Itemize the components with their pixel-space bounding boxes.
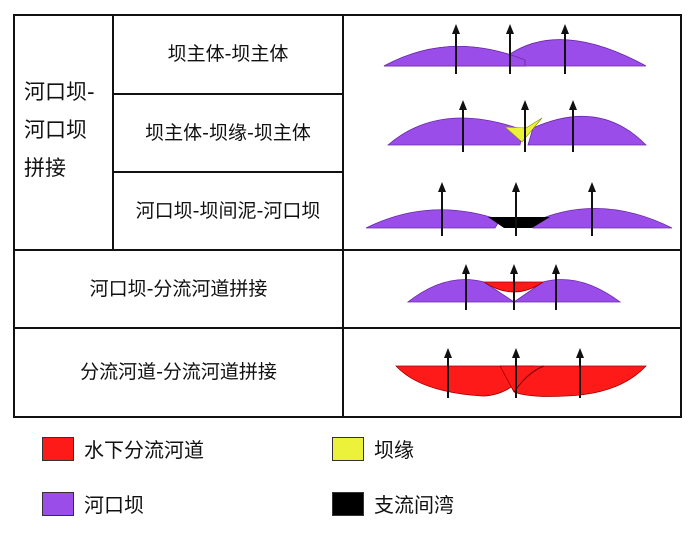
legend-swatch-interdistributary-bay	[332, 491, 364, 516]
row-label-channel-channel: 分流河道-分流河道拼接	[80, 361, 277, 383]
divider-row-4	[13, 327, 682, 329]
legend-item-mouth-bar: 河口坝	[42, 489, 144, 518]
legend-item-distributary-channel: 水下分流河道	[42, 434, 204, 463]
arrow-group	[459, 100, 577, 152]
mouth-bar-shape-right	[512, 279, 622, 303]
arrow-head-icon	[444, 348, 452, 358]
legend-label-distributary-channel: 水下分流河道	[84, 438, 204, 462]
arrow-group	[444, 348, 584, 398]
divider-row-2	[112, 171, 344, 173]
mouth-bar-overlap	[383, 45, 526, 67]
arrow-head-icon	[512, 348, 520, 358]
arrow-head-icon	[588, 182, 596, 192]
divider-row-1	[112, 93, 344, 95]
arrow-group	[452, 24, 569, 74]
mouth-bar-shape-right	[509, 39, 647, 67]
legend-item-bar-edge: 坝缘	[332, 434, 414, 463]
divider-sketch	[342, 14, 344, 418]
divider-row-3	[13, 249, 682, 251]
row-label-interbar-mud: 河口坝-坝间泥-河口坝	[135, 199, 321, 222]
arrow-head-icon	[576, 348, 584, 358]
row-label-bar-channel: 河口坝-分流河道拼接	[89, 277, 268, 300]
arrow-head-icon	[561, 24, 569, 34]
arrow-head-icon	[510, 264, 518, 274]
legend-label-interdistributary-bay: 支流间湾	[374, 493, 454, 517]
interbar-mud-shape	[488, 217, 550, 228]
row-label-bar-edge: 坝主体-坝缘-坝主体	[145, 121, 311, 144]
splicing-table	[13, 14, 682, 418]
divider-group	[112, 14, 114, 250]
arrow-head-icon	[569, 100, 577, 110]
group-label-line-3: 拼接	[24, 156, 66, 180]
legend-swatch-mouth-bar	[42, 491, 74, 516]
group-label-line-1: 河口坝-	[24, 80, 95, 104]
legend-label-bar-edge: 坝缘	[374, 438, 414, 462]
legend-swatch-distributary-channel	[42, 436, 74, 461]
mouth-bar-shape-right	[532, 207, 673, 229]
arrow-head-icon	[552, 264, 560, 274]
distributary-channel-shape-right	[499, 365, 647, 397]
group-label-line-2: 河口坝	[24, 118, 87, 142]
arrow-head-icon	[438, 182, 446, 192]
arrow-head-icon	[452, 24, 460, 34]
arrow-head-icon	[459, 100, 467, 110]
mouth-bar-shape-right	[527, 115, 647, 146]
arrow-head-icon	[462, 264, 470, 274]
group-label-mouthbar-splicing: 河口坝- 河口坝 拼接	[24, 73, 95, 187]
legend-label-mouth-bar: 河口坝	[84, 493, 144, 517]
arrow-group	[438, 182, 596, 236]
legend-item-interdistributary-bay: 支流间湾	[332, 489, 454, 518]
arrow-group	[462, 264, 560, 310]
arrow-head-icon	[506, 24, 514, 34]
legend-swatch-bar-edge	[332, 436, 364, 461]
bar-edge-shape	[504, 117, 543, 143]
arrow-head-icon	[512, 182, 520, 192]
row-label-bar-body-bar-body: 坝主体-坝主体	[167, 43, 289, 65]
arrow-head-icon	[521, 100, 529, 110]
